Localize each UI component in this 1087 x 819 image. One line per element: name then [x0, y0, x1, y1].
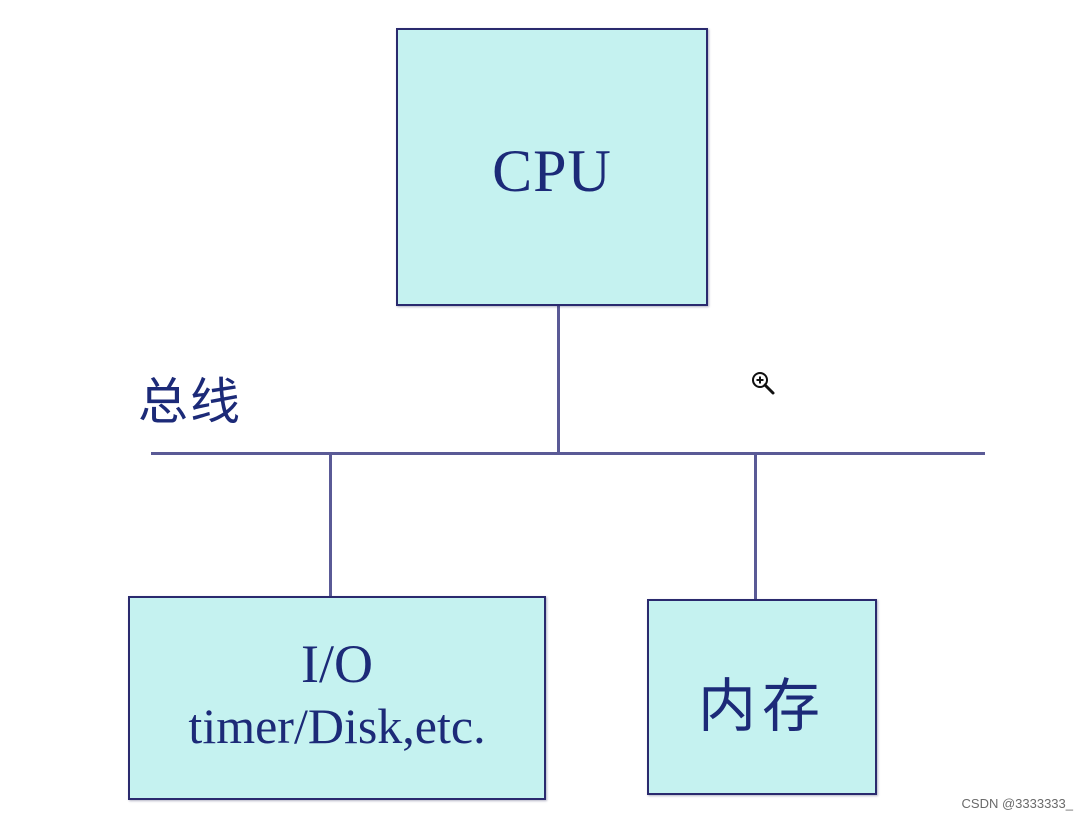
io-box: I/O timer/Disk,etc.: [128, 596, 546, 800]
cpu-label: CPU: [492, 137, 612, 204]
watermark: CSDN @3333333_: [961, 796, 1073, 811]
bus-line: [151, 452, 985, 455]
io-bus-connector: [329, 454, 332, 597]
io-devices-label: timer/Disk,etc.: [188, 698, 486, 754]
bus-label: 总线: [138, 373, 242, 431]
cpu-box: CPU: [396, 28, 708, 306]
zoom-in-icon: [752, 372, 775, 395]
io-label: I/O: [301, 634, 373, 694]
memory-box: 内存: [647, 599, 877, 795]
memory-bus-connector: [754, 454, 757, 600]
cpu-bus-connector: [557, 306, 560, 454]
memory-label: 内存: [697, 672, 826, 740]
